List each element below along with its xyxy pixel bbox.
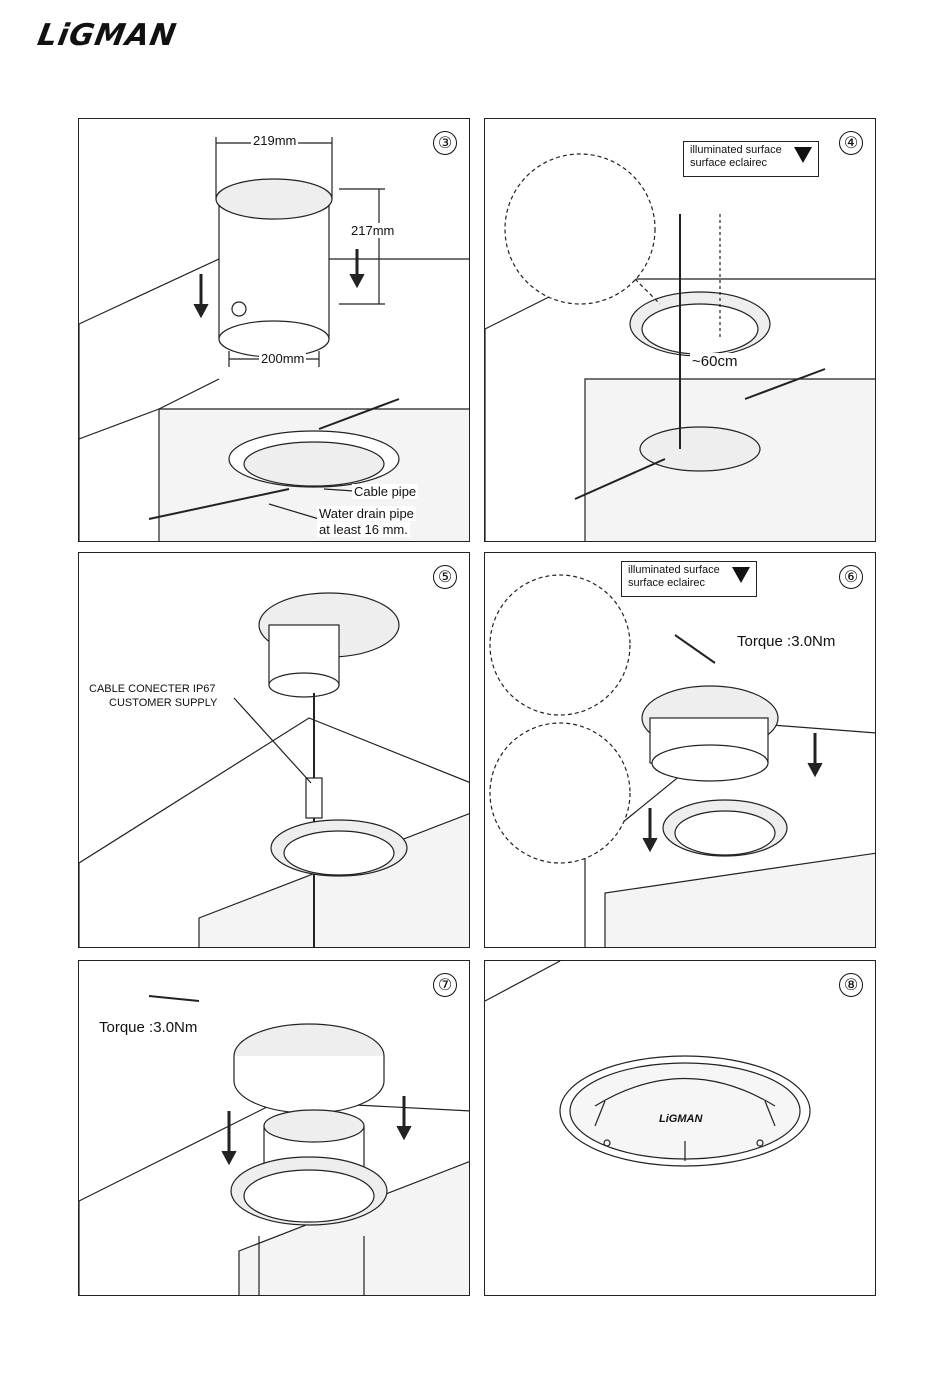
torque-label: Torque :3.0Nm [735,633,837,650]
triangle-down-icon [794,147,812,163]
step-8-panel: ⑧ LiGMAN [484,960,876,1296]
step-7-panel: ⑦ Torque :3.0Nm [78,960,470,1296]
drain-pipe-label-2: at least 16 mm. [317,522,410,537]
triangle-down-icon [732,567,750,583]
step-3-illustration [79,119,470,542]
step-3-panel: ③ 219mm 217mm 200mm Cable pipe Water dra… [78,118,470,542]
brand-logo-text: LiGMAN [35,18,180,54]
connector-label-1: CABLE CONECTER IP67 [87,683,218,695]
step-number: ⑦ [433,973,457,997]
cable-length-label: ~60cm [690,353,739,370]
step-number: ④ [839,131,863,155]
cable-pipe-label: Cable pipe [352,484,418,499]
step-7-illustration [79,961,470,1296]
dim-height-label: 217mm [349,223,396,238]
step-5-illustration [79,553,470,948]
step-8-illustration [485,961,876,1296]
torque-label: Torque :3.0Nm [97,1019,199,1036]
step-4-panel: ④ illuminated surface surface eclairec ~… [484,118,876,542]
dim-bottom-label: 200mm [259,351,306,366]
step-6-panel: ⑥ illuminated surface surface eclairec T… [484,552,876,948]
step-number: ⑧ [839,973,863,997]
step-4-illustration [485,119,876,542]
brand-logo: LiGMAN [38,18,228,54]
drain-pipe-label-1: Water drain pipe [317,506,416,521]
connector-label-2: CUSTOMER SUPPLY [107,697,219,709]
step-number: ③ [433,131,457,155]
dim-top-label: 219mm [251,133,298,148]
step-number: ⑤ [433,565,457,589]
illuminated-surface-sign: illuminated surface surface eclairec [683,141,819,177]
illuminated-surface-sign: illuminated surface surface eclairec [621,561,757,597]
cover-logo: LiGMAN [657,1113,704,1125]
step-number: ⑥ [839,565,863,589]
step-5-panel: ⑤ CABLE CONECTER IP67 CUSTOMER SUPPLY [78,552,470,948]
step-6-illustration [485,553,876,948]
